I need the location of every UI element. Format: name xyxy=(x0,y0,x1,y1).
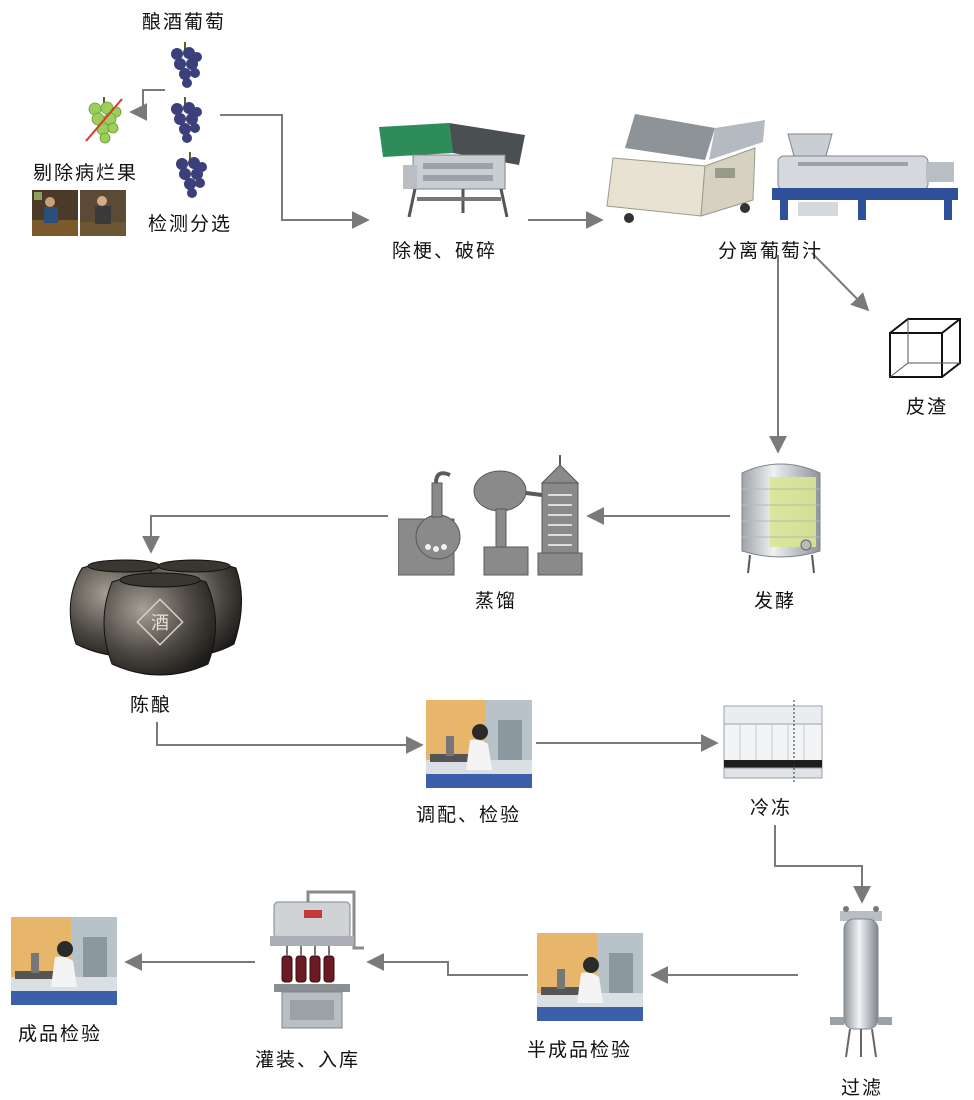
filter-housing xyxy=(830,906,892,1058)
label-wine-grapes: 酿酒葡萄 xyxy=(142,11,227,33)
grape-cluster-icon xyxy=(171,97,202,143)
label-final-inspect: 成品检验 xyxy=(18,1023,103,1045)
label-freeze: 冷冻 xyxy=(750,797,793,819)
bottling-machine xyxy=(270,890,364,1029)
arrow-to-rotten xyxy=(129,89,165,121)
label-aging: 陈酿 xyxy=(130,694,173,716)
jar-wine-glyph: 酒 xyxy=(151,613,169,634)
arrow-to-pomace xyxy=(811,252,870,312)
arrow-to-blend xyxy=(156,722,424,754)
label-destem-crush: 除梗、破碎 xyxy=(392,240,498,262)
lab-inspection-photo xyxy=(11,917,117,1005)
freezer-unit xyxy=(723,700,823,782)
aging-jars: 酒 xyxy=(69,559,242,676)
sorting-workers-photo xyxy=(32,190,126,236)
lab-inspection-photo xyxy=(426,700,532,788)
arrow-to-destem xyxy=(220,114,370,229)
screw-press-machine xyxy=(772,133,958,220)
label-inspect-sort: 检测分选 xyxy=(148,213,233,235)
juice-separator-machine xyxy=(606,114,765,223)
label-distill: 蒸馏 xyxy=(475,590,518,612)
rotten-grape-icon xyxy=(85,97,123,144)
label-filter: 过滤 xyxy=(841,1077,884,1099)
grape-cluster-icon xyxy=(176,152,207,198)
lab-inspection-photo xyxy=(537,933,643,1021)
label-semi-inspect: 半成品检验 xyxy=(527,1039,633,1061)
label-bottle-store: 灌装、入库 xyxy=(255,1049,361,1071)
label-ferment: 发酵 xyxy=(754,590,797,612)
label-pomace: 皮渣 xyxy=(906,396,949,418)
grape-cluster-icon xyxy=(171,42,202,88)
fermentation-tank xyxy=(741,463,821,574)
label-separate-juice: 分离葡萄汁 xyxy=(718,240,824,262)
pomace-cube-icon xyxy=(889,318,961,378)
arrow-to-aging xyxy=(142,515,388,554)
label-remove-rotten: 剔除病烂果 xyxy=(33,162,139,184)
label-blend-inspect: 调配、检验 xyxy=(416,804,522,826)
arrow-to-filter xyxy=(774,825,871,904)
destemmer-crusher-machine xyxy=(379,123,525,218)
arrow-to-bottling xyxy=(366,953,528,976)
distillation-apparatus xyxy=(398,455,583,576)
